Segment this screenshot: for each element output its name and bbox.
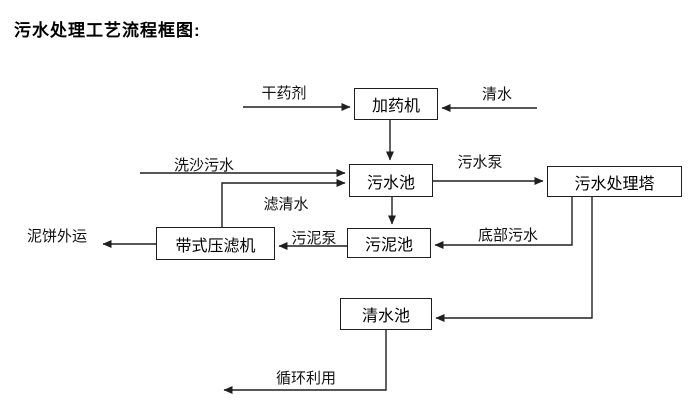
edge-label-clean-water: 清水 bbox=[481, 86, 513, 103]
edge-bottom-sewage-line bbox=[434, 197, 573, 249]
edge-label-dry-chemical: 干药剂 bbox=[261, 85, 307, 102]
edge-label-sludge-pump: 污泥泵 bbox=[291, 230, 337, 247]
edge-label-mud-cake-outbound: 泥饼外运 bbox=[26, 228, 88, 245]
edge-label-bottom-sewage: 底部污水 bbox=[477, 227, 539, 244]
node-clean-water-pool: 清水池 bbox=[340, 298, 432, 330]
edge-filtered-water-line bbox=[221, 179, 346, 227]
node-sludge-pool: 污泥池 bbox=[347, 228, 431, 258]
edge-label-filtered-water: 滤清水 bbox=[263, 196, 309, 213]
node-sewage-pool: 污水池 bbox=[349, 164, 433, 197]
node-belt-filter-press: 带式压滤机 bbox=[156, 227, 275, 260]
diagram-title: 污水处理工艺流程框图: bbox=[14, 21, 201, 40]
node-dosing-machine: 加药机 bbox=[354, 88, 438, 120]
edge-recycle-line bbox=[223, 330, 387, 394]
edge-tower-to-clean-water-pool-line bbox=[435, 197, 593, 322]
node-sewage-treatment-tower: 污水处理塔 bbox=[547, 166, 682, 197]
edge-label-sewage-pump: 污水泵 bbox=[457, 154, 503, 171]
edge-label-sand-washing-sewage: 洗沙污水 bbox=[173, 157, 235, 174]
edge-label-recycle: 循环利用 bbox=[275, 370, 337, 387]
